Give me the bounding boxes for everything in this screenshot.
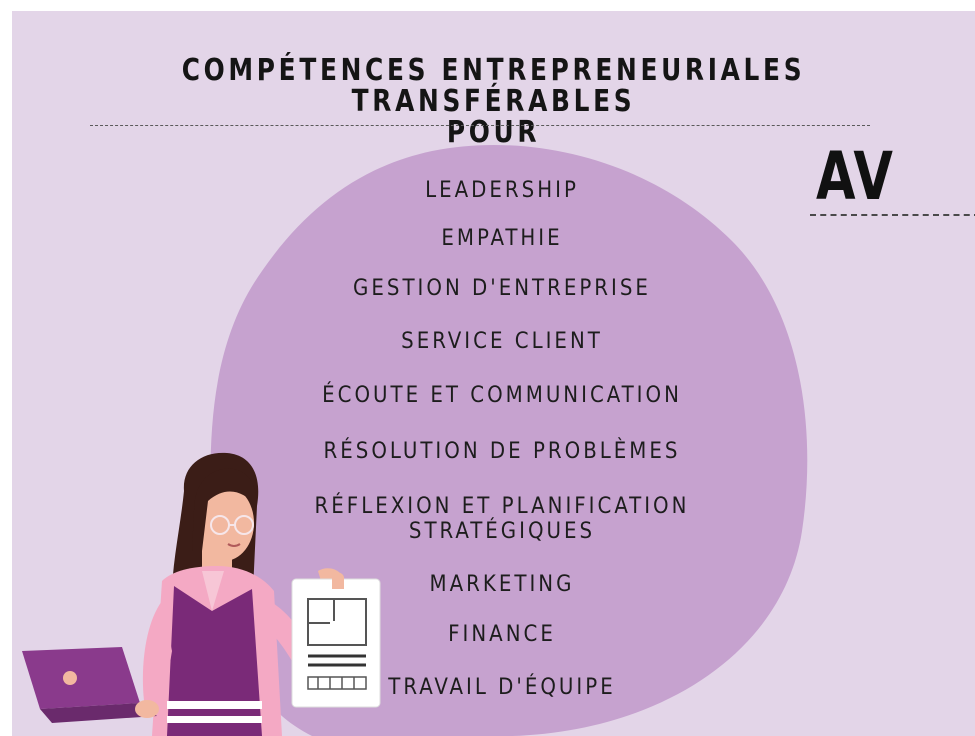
skill-item: SERVICE CLIENT (401, 329, 603, 354)
skills-list: LEADERSHIP EMPATHIE GESTION D'ENTREPRISE… (12, 11, 975, 736)
skill-item: RÉFLEXION ET PLANIFICATION (314, 494, 690, 519)
title-line-1: COMPÉTENCES ENTREPRENEURIALES TRANSFÉRAB… (181, 53, 806, 119)
skill-item: STRATÉGIQUES (408, 519, 596, 544)
skill-item: EMPATHIE (441, 226, 563, 251)
title-line-2: POUR (446, 115, 541, 150)
woman-illustration (22, 452, 381, 736)
title-divider (90, 125, 870, 126)
side-heading-fragment: AV (816, 138, 895, 215)
infographic-canvas: COMPÉTENCES ENTREPRENEURIALES TRANSFÉRAB… (12, 11, 975, 736)
skill-item: FINANCE (448, 622, 556, 647)
skill-item: GESTION D'ENTREPRISE (353, 276, 651, 301)
skill-item: LEADERSHIP (425, 178, 579, 203)
skill-item: TRAVAIL D'ÉQUIPE (388, 675, 616, 700)
skill-item: RÉSOLUTION DE PROBLÈMES (323, 439, 681, 464)
document-icon (291, 578, 381, 708)
side-divider (810, 214, 975, 216)
laptop-icon (22, 647, 157, 723)
page-title: COMPÉTENCES ENTREPRENEURIALES TRANSFÉRAB… (51, 55, 937, 148)
skill-item: MARKETING (429, 572, 575, 597)
skill-item: ÉCOUTE ET COMMUNICATION (322, 383, 682, 408)
